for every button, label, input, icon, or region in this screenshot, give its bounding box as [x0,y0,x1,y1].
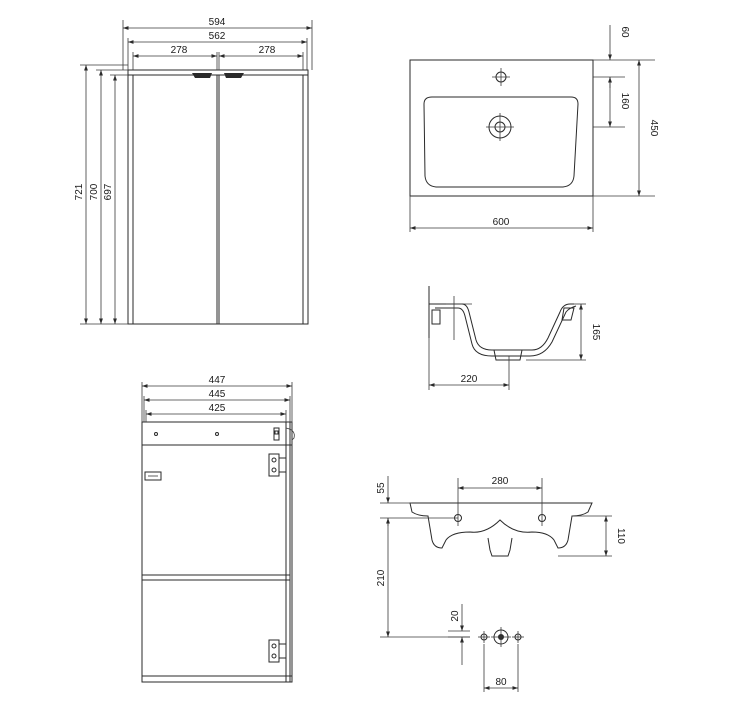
dim-width-inner: 562 [209,31,226,42]
dim-side-depth: 220 [461,374,478,385]
dim-side-445: 445 [209,389,226,400]
dim-door-right: 278 [259,45,276,56]
dim-width-total: 594 [209,17,226,28]
dim-drop-height: 210 [376,569,387,586]
dim-height-total: 721 [74,183,85,200]
dim-basin-width: 600 [493,217,510,228]
dim-bracket-height: 110 [615,528,626,544]
left-door-handle [192,73,212,78]
tap-hole-icon [492,68,510,86]
wall-fixing-detail: 20 80 [448,604,524,692]
cabinet-side-view: 447 445 425 [141,375,295,683]
dim-height-697: 697 [103,183,114,200]
hanging-bracket-icon [144,471,162,481]
right-anchor-icon [512,631,524,643]
dim-hole-spacing: 280 [492,476,509,487]
left-anchor-icon [478,631,490,643]
upper-hinge-icon [268,453,287,477]
lower-hinge-icon [268,639,287,663]
basin-side-profile [429,303,574,351]
cabinet-front-outline [127,69,309,325]
cabinet-shelf [141,574,291,581]
dim-height-700: 700 [89,183,100,200]
dim-door-left: 278 [171,45,188,56]
basin-front-section: 280 55 210 110 [376,476,626,638]
right-fixing-hole-icon [538,478,546,526]
dim-tap-offset: 60 [619,26,630,38]
left-fixing-hole-icon [454,478,462,526]
dim-side-425: 425 [209,403,226,414]
cabinet-side-outline [141,421,293,683]
cabinet-front-view: 594 562 278 278 721 700 697 [74,17,313,325]
basin-side-section: 165 220 [428,286,601,390]
right-door-handle [224,73,244,78]
dim-drain-offset: 160 [619,93,630,110]
dim-fixing-spacing: 80 [495,677,507,688]
basin-bowl-outline [423,96,579,188]
dim-basin-depth: 450 [648,120,659,137]
dim-side-height: 165 [590,324,601,341]
basin-top-outline [409,59,594,197]
basin-front-profile [409,502,593,549]
drain-hole-icon [486,113,514,141]
dim-fixing-offset: 20 [450,610,461,622]
dim-top-offset: 55 [376,482,387,494]
center-drain-icon [491,627,511,647]
basin-top-view: 60 160 450 600 [409,25,659,232]
dim-side-447: 447 [209,375,226,386]
